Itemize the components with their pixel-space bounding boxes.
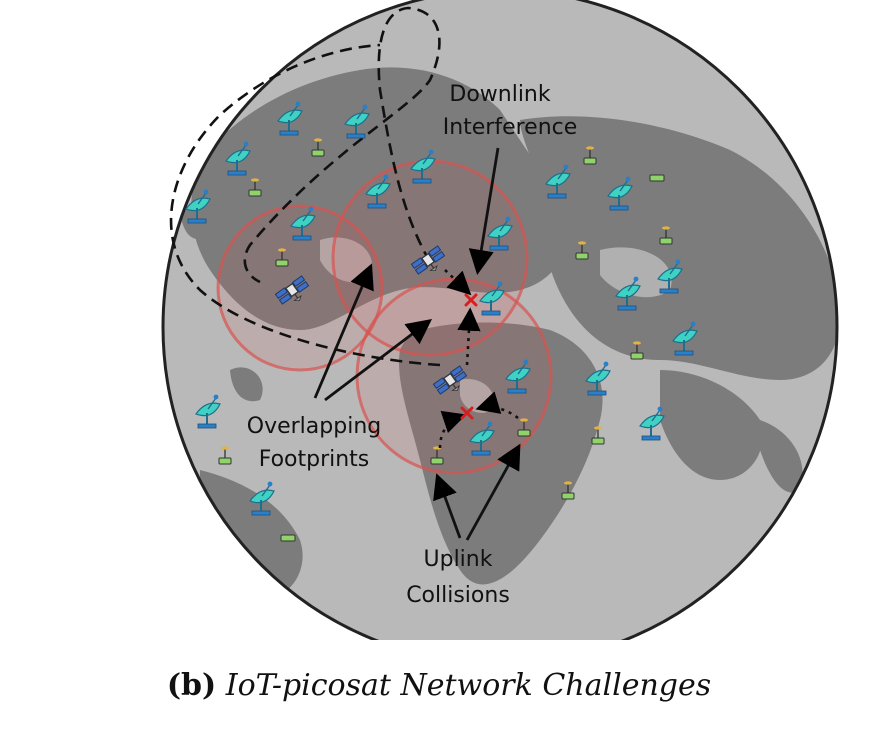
iot-sensor-icon	[280, 534, 296, 542]
downlink-label-line2: Interference	[443, 115, 578, 140]
orbit-path-north	[243, 6, 441, 284]
network-diagram: Downlink Interference Overlapping Footpr…	[161, 0, 839, 640]
overlap-callout-arrow-1	[313, 263, 374, 399]
overlap-label-line1: Overlapping	[247, 414, 381, 439]
callout-arrows	[313, 147, 521, 541]
signal-links	[438, 269, 519, 449]
overlap-label-line2: Footprints	[259, 447, 370, 472]
uplink-arrow-up	[457, 307, 481, 366]
uplink-callout-arrow-2	[465, 443, 521, 541]
orbit-path-west	[169, 43, 441, 367]
overlap-callout-arrow-2	[324, 318, 433, 402]
caption-title: IoT-picosat Network Challenges	[225, 668, 712, 703]
uplink-label-line2: Collisions	[406, 583, 510, 608]
downlink-callout-arrow	[468, 147, 500, 275]
orbit-paths	[169, 6, 441, 367]
iot-sensor-icon	[649, 174, 665, 182]
caption-label: (b)	[166, 668, 217, 703]
uplink-callout-arrow-1	[433, 473, 462, 539]
downlink-arrow	[444, 269, 472, 296]
uplink-label-line1: Uplink	[424, 547, 493, 572]
globe-outline	[161, 0, 839, 640]
figure-caption: (b) IoT-picosat Network Challenges	[0, 668, 878, 703]
downlink-label-line1: Downlink	[449, 82, 551, 107]
